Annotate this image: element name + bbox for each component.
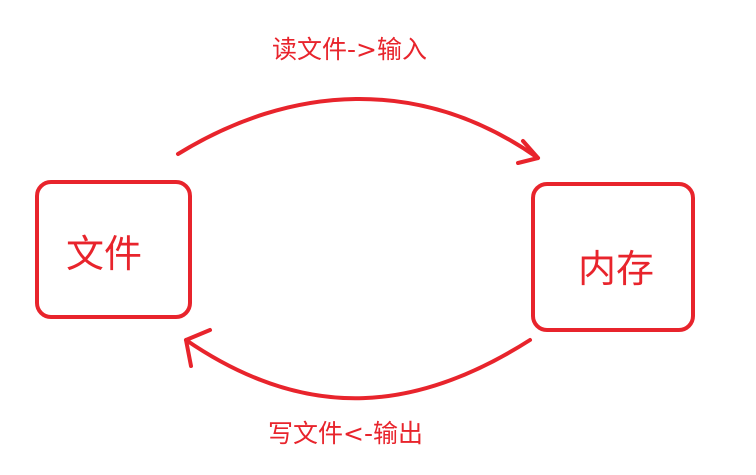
read-arrow-head-icon bbox=[516, 139, 540, 165]
read-arrow-line bbox=[176, 97, 540, 160]
file-node-box bbox=[35, 180, 192, 319]
memory-node-box bbox=[531, 182, 695, 332]
memory-node-label: 内存 bbox=[578, 247, 655, 291]
write-arrow-line bbox=[184, 338, 532, 401]
read-edge-label: 读文件->输入 bbox=[272, 35, 427, 64]
write-arrow-head-icon bbox=[184, 328, 212, 368]
write-edge-label: 写文件<-输出 bbox=[268, 419, 423, 448]
file-node-label: 文件 bbox=[66, 232, 143, 276]
